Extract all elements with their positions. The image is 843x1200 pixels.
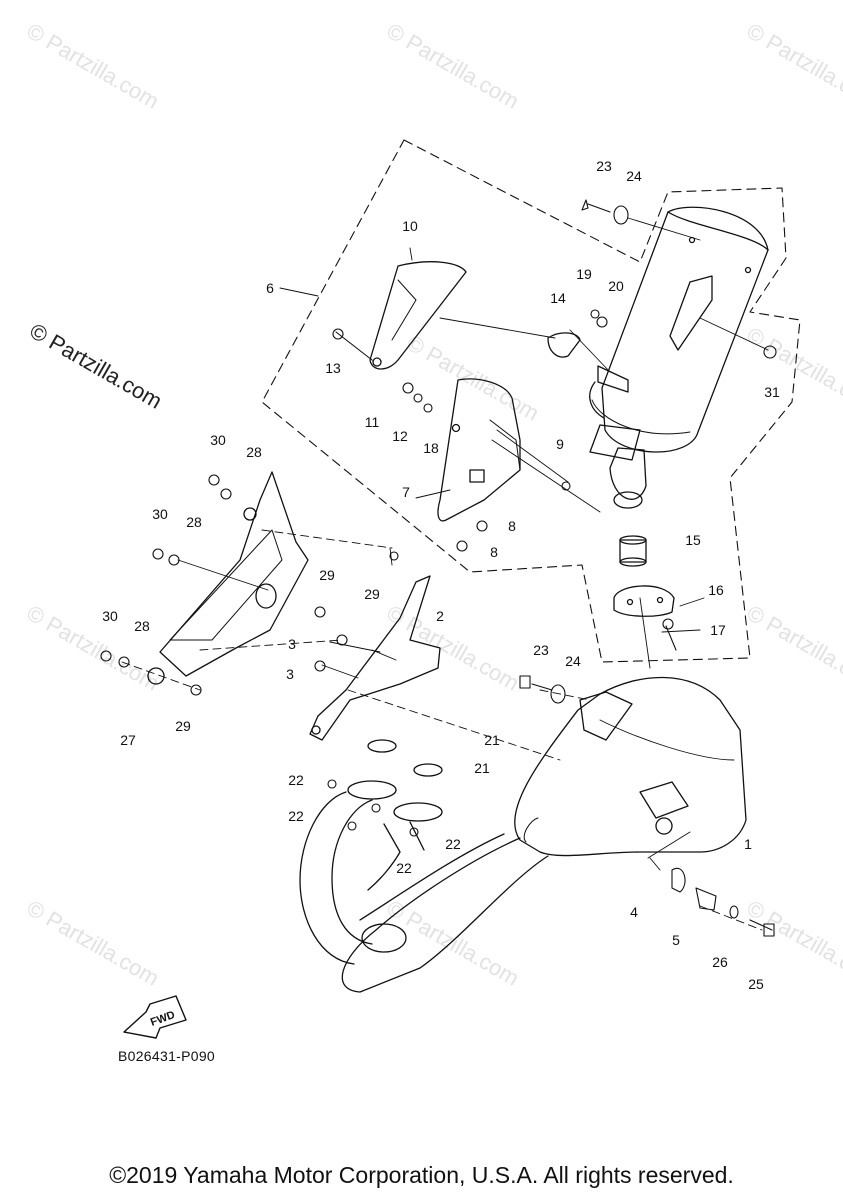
main-muffler [514, 676, 747, 857]
part-callout-10: 10 [402, 218, 418, 234]
part-callout-6: 6 [266, 280, 274, 296]
part-callout-30: 30 [210, 432, 226, 448]
part-callout-20: 20 [608, 278, 624, 294]
part-callout-18: 18 [423, 440, 439, 456]
copyright-notice: ©2019 Yamaha Motor Corporation, U.S.A. A… [109, 1162, 734, 1188]
part-callout-14: 14 [550, 290, 566, 306]
part-callout-22: 22 [288, 772, 304, 788]
part-callout-22: 22 [445, 836, 461, 852]
part-callout-25: 25 [748, 976, 764, 992]
side-cover-bracket [159, 471, 309, 677]
part-callout-22: 22 [396, 860, 412, 876]
part-callout-15: 15 [685, 532, 701, 548]
exhaust-pipes [299, 780, 549, 993]
part-callout-5: 5 [672, 932, 680, 948]
part-callout-28: 28 [246, 444, 262, 460]
part-callout-8: 8 [508, 518, 516, 534]
silencer-body [589, 206, 769, 453]
part-callout-31: 31 [764, 384, 780, 400]
part-callout-8: 8 [490, 544, 498, 560]
fwd-arrow-label: FWD [149, 1009, 177, 1029]
part-callout-29: 29 [175, 718, 191, 734]
part-callout-24: 24 [626, 168, 642, 184]
fwd-arrow-icon [123, 995, 187, 1039]
part-callout-28: 28 [186, 514, 202, 530]
part-callout-13: 13 [325, 360, 341, 376]
clamp [613, 585, 675, 617]
part-callout-2: 2 [436, 608, 444, 624]
part-callout-27: 27 [120, 732, 136, 748]
part-callout-3: 3 [288, 636, 296, 652]
part-callout-4: 4 [630, 904, 638, 920]
tail-pipe [589, 424, 647, 509]
part-callout-24: 24 [565, 653, 581, 669]
part-callout-21: 21 [474, 760, 490, 776]
part-callout-19: 19 [576, 266, 592, 282]
assembly-outline [261, 139, 801, 663]
part-callout-29: 29 [319, 567, 335, 583]
part-callout-12: 12 [392, 428, 408, 444]
part-callout-28: 28 [134, 618, 150, 634]
part-callout-30: 30 [102, 608, 118, 624]
muffler-bracket [309, 575, 441, 741]
part-callout-16: 16 [708, 582, 724, 598]
part-callout-9: 9 [556, 436, 564, 452]
part-callout-22: 22 [288, 808, 304, 824]
part-callout-17: 17 [710, 622, 726, 638]
heat-protector-upper [369, 261, 467, 370]
fasteners [100, 199, 777, 937]
part-callout-11: 11 [364, 414, 380, 430]
part-callout-21: 21 [484, 732, 500, 748]
part-callout-23: 23 [533, 642, 549, 658]
part-callout-30: 30 [152, 506, 168, 522]
part-callout-26: 26 [712, 954, 728, 970]
part-callout-1: 1 [744, 836, 752, 852]
diagram-code: B026431-P090 [118, 1048, 216, 1064]
part-callout-3: 3 [286, 666, 294, 682]
part-callout-23: 23 [596, 158, 612, 174]
part-callout-29: 29 [364, 586, 380, 602]
part-callout-7: 7 [402, 484, 410, 500]
